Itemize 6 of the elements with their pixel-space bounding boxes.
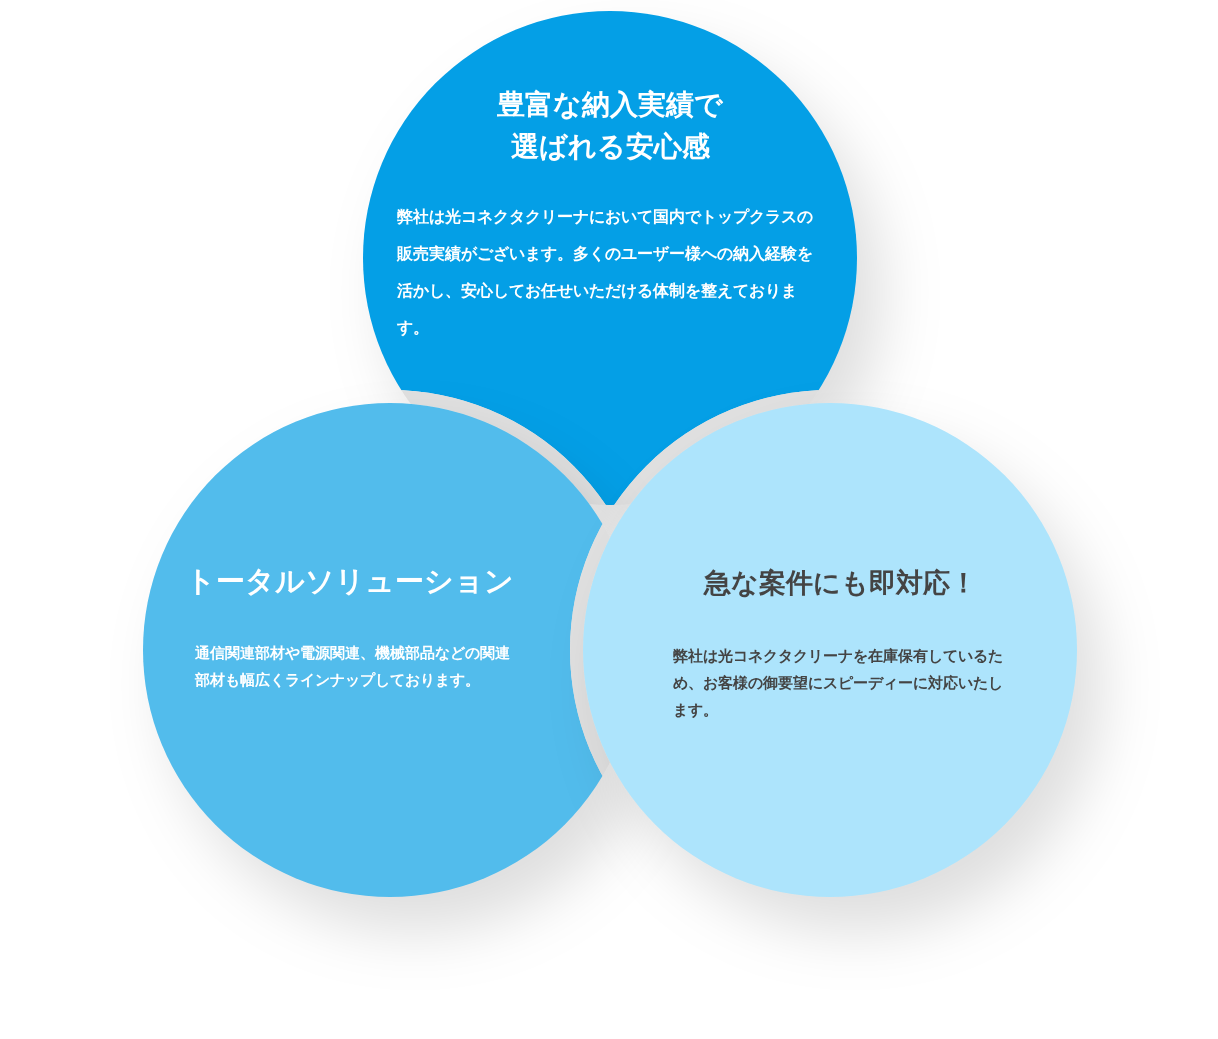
circle-description: 弊社は光コネクタクリーナを在庫保有しているため、お客様の御要望にスピーディーに対応いたします。 bbox=[673, 646, 1004, 721]
circle-heading: 急な案件にも即対応！ bbox=[702, 566, 978, 600]
circle-description: 弊社は光コネクタクリーナにおいて国内でトップクラスの販売実績がございます。多くのユーザー様への納入経験を活かし、安心してお任せいただける体制を整えております。 bbox=[397, 206, 814, 339]
circle-description: 通信関連部材や電源関連、機械部品などの関連部材も幅広くラインナップしております。 bbox=[195, 643, 511, 691]
circle-heading: 豊富な納入実績で選ばれる安心感 bbox=[496, 87, 724, 165]
circle-heading: トータルソリューション bbox=[185, 563, 515, 600]
